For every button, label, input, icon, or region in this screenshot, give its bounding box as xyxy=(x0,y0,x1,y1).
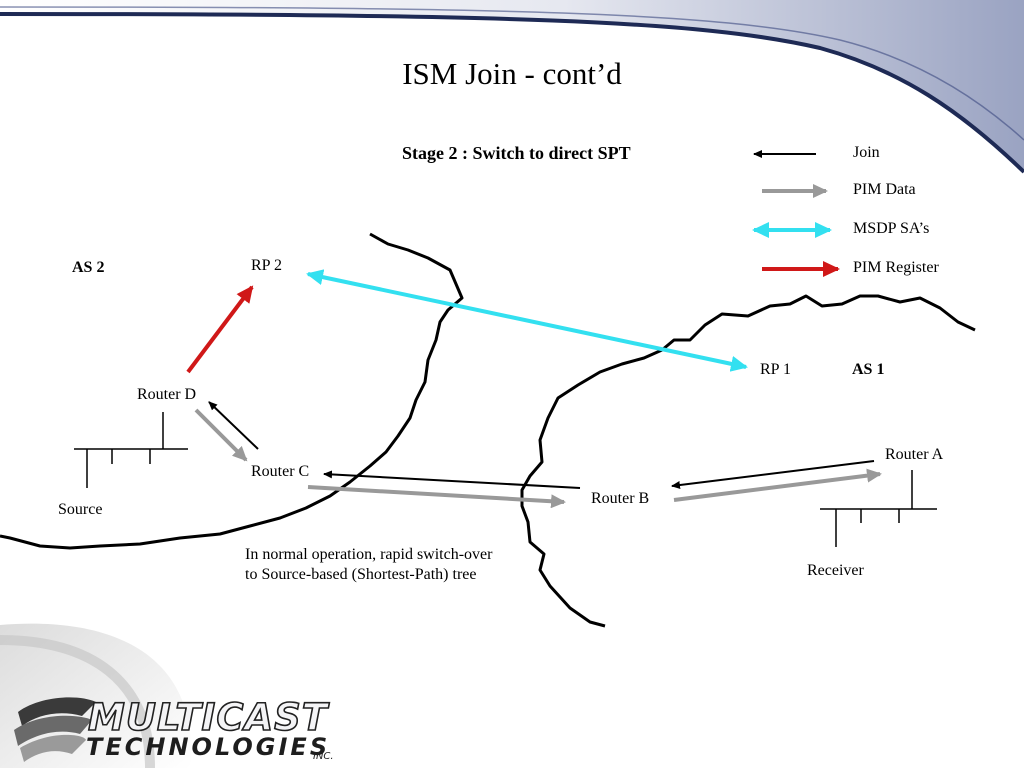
note-text: In normal operation, rapid switch-over t… xyxy=(245,545,492,585)
logo-emblem xyxy=(14,697,96,762)
stage-title: Stage 2 : Switch to direct SPT xyxy=(402,143,631,163)
router-b-label: Router B xyxy=(591,490,650,507)
router-d-label: Router D xyxy=(137,386,197,403)
pim-data-b-to-a-arrow xyxy=(673,468,882,502)
note-line-2: to Source-based (Shortest-Path) tree xyxy=(245,566,477,583)
pim-data-d-to-c-arrow xyxy=(194,408,248,462)
pim-data-c-to-b-arrow xyxy=(307,485,566,509)
legend-pim-register-label: PIM Register xyxy=(853,259,939,276)
legend-msdp-label: MSDP SA’s xyxy=(853,220,930,237)
rp1-label: RP 1 xyxy=(760,361,791,378)
join-a-to-b-arrow xyxy=(671,460,875,489)
receiver-lan xyxy=(820,470,937,547)
pim-register-arrow xyxy=(186,285,254,374)
note-line-1: In normal operation, rapid switch-over xyxy=(245,546,493,563)
header-band xyxy=(0,0,1024,174)
source-lan xyxy=(74,412,188,488)
legend-join-label: Join xyxy=(853,144,880,161)
source-label: Source xyxy=(58,501,103,518)
msdp-sa-arrow xyxy=(306,269,748,372)
as1-label: AS 1 xyxy=(852,361,885,378)
join-b-to-c-arrow xyxy=(323,470,581,489)
rp2-label: RP 2 xyxy=(251,257,282,274)
logo-inc: INC. xyxy=(313,751,334,762)
legend-pim-data-label: PIM Data xyxy=(853,181,916,198)
logo-subtitle: TECHNOLOGIES xyxy=(86,733,331,761)
as2-label: AS 2 xyxy=(72,259,105,276)
slide-title: ISM Join - cont’d xyxy=(402,56,622,91)
router-a-label: Router A xyxy=(885,446,944,463)
receiver-label: Receiver xyxy=(807,562,864,579)
router-c-label: Router C xyxy=(251,463,310,480)
join-c-to-d-arrow xyxy=(208,401,259,450)
logo-wordmark: MULTICAST xyxy=(87,695,328,740)
